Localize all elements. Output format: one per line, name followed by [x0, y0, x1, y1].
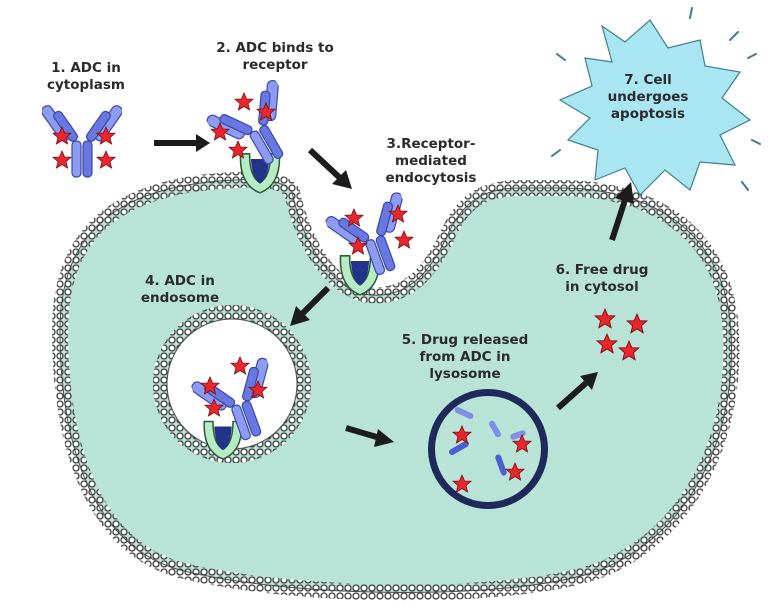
arrow-3-to-4 [290, 285, 331, 326]
arrow-2-to-3 [307, 147, 352, 189]
apoptosis-cloud [551, 7, 761, 196]
antibody-free [42, 103, 122, 178]
step-3-label: 3.Receptor- mediated endocytosis [385, 136, 477, 186]
step-1-label: 1. ADC in cytoplasm [46, 60, 126, 93]
step-5-label: 5. Drug released from ADC in lysosome [401, 332, 529, 382]
arrow-5-to-6 [556, 372, 598, 411]
step-4-label: 4. ADC in endosome [140, 273, 220, 306]
process-arrows [154, 134, 634, 447]
arrow-6-to-7 [609, 182, 634, 241]
arrow-4-to-5 [345, 425, 394, 447]
step-6-label: 6. Free drug in cytosol [555, 262, 649, 295]
arrow-1-to-2 [154, 134, 210, 152]
lysosome [428, 389, 548, 509]
endosome [153, 305, 311, 463]
step-2-label: 2. ADC binds to receptor [216, 40, 334, 73]
step-7-label: 7. Cell undergoes apoptosis [607, 72, 689, 122]
